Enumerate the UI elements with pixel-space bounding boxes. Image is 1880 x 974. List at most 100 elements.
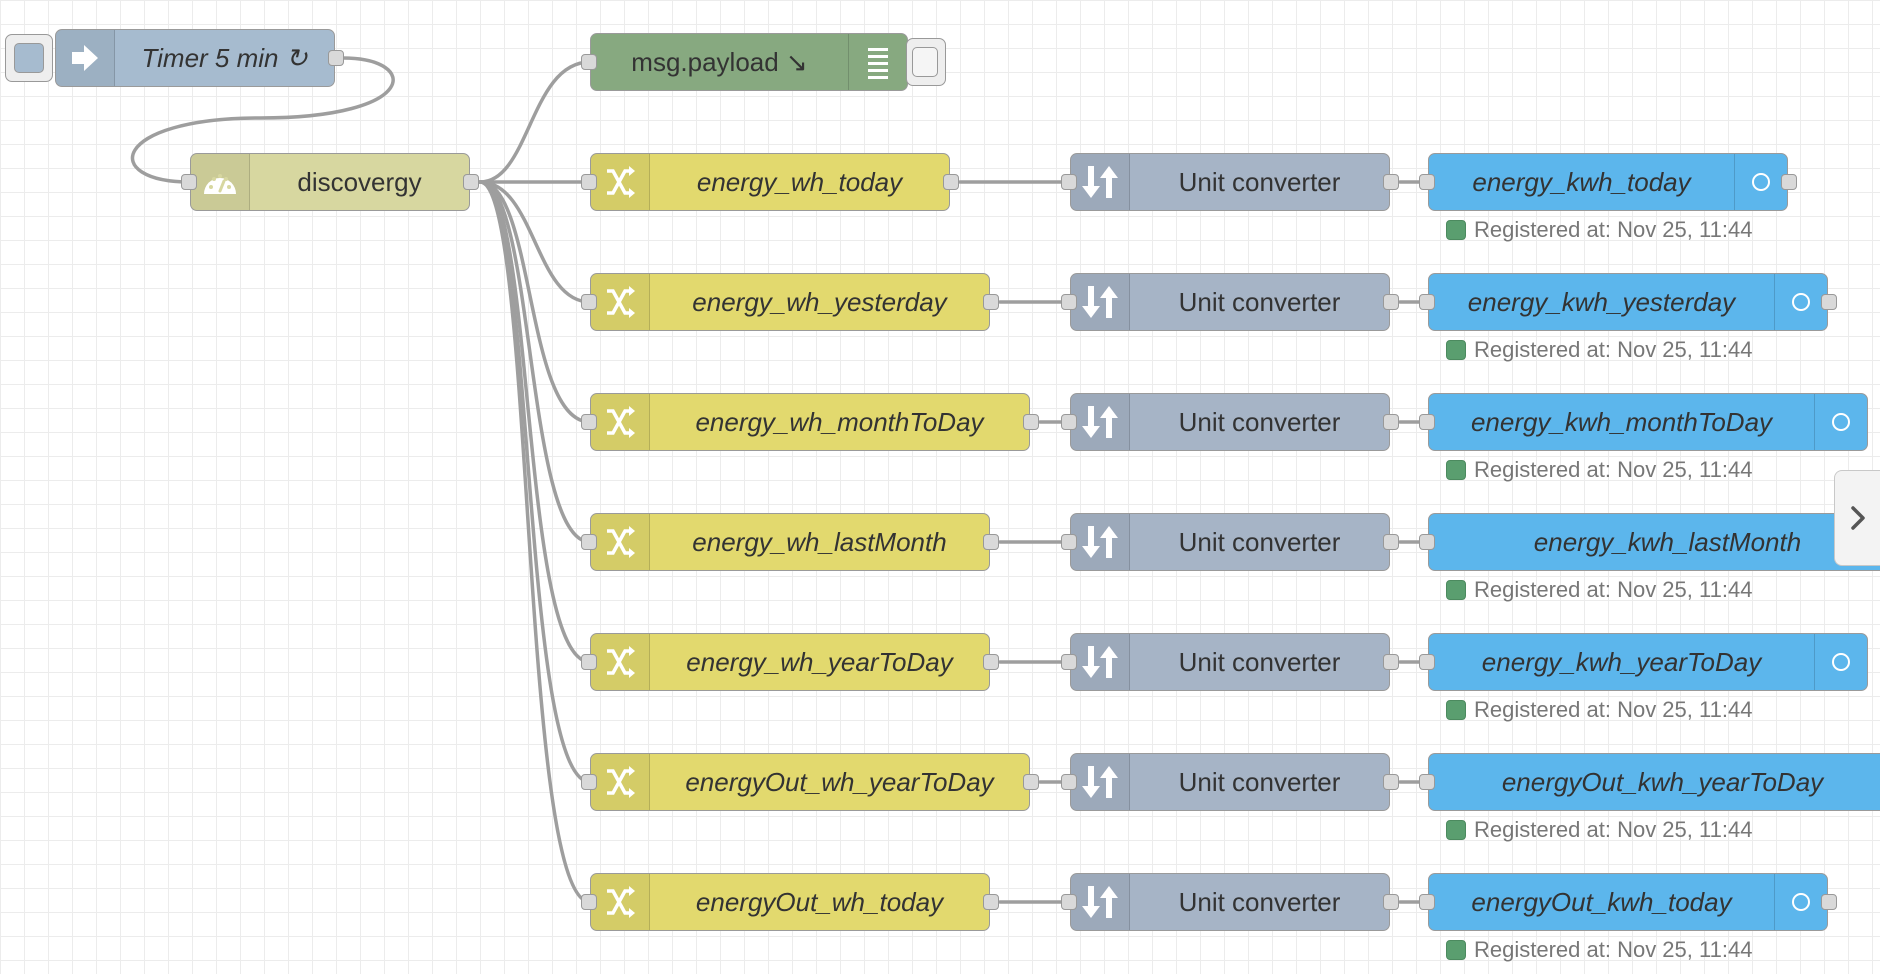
status-dot-icon [1446,820,1466,840]
arrow-right-icon [56,30,115,86]
output-port[interactable] [983,654,999,670]
status-dot-icon [1446,700,1466,720]
input-port[interactable] [181,174,197,190]
change-node[interactable]: energyOut_wh_yearToDay [581,753,1039,811]
shuffle-icon [591,274,650,330]
chevron-right-icon [1850,506,1865,530]
output-port[interactable] [1383,894,1399,910]
input-port[interactable] [1419,654,1435,670]
change-node[interactable]: energy_wh_lastMonth [581,513,999,571]
output-port[interactable] [1383,774,1399,790]
debug-node-label: msg.payload ↘ [631,46,808,77]
swap-arrows-icon [1071,274,1130,330]
input-port[interactable] [581,534,597,550]
mqtt-out-node[interactable]: energyOut_kwh_yearToDay [1419,753,1880,811]
input-port[interactable] [581,54,597,70]
unit-converter-node[interactable]: Unit converter [1061,273,1399,331]
status-text: Registered at: Nov 25, 11:44 [1474,937,1753,962]
input-port[interactable] [1061,414,1077,430]
node-status: Registered at: Nov 25, 11:44 [1446,937,1752,963]
inject-trigger-button[interactable] [5,34,53,82]
debug-toggle-button[interactable] [906,38,946,86]
unit-converter-node[interactable]: Unit converter [1061,153,1399,211]
output-port[interactable] [1383,654,1399,670]
input-port[interactable] [581,294,597,310]
debug-node-msg-payload[interactable]: msg.payload ↘ [581,33,908,91]
output-port[interactable] [1383,534,1399,550]
mqtt-out-node[interactable]: energy_kwh_today [1419,153,1797,211]
inject-node-timer[interactable]: Timer 5 min ↻ [55,29,344,87]
output-port[interactable] [1023,414,1039,430]
swap-arrows-icon [1071,154,1130,210]
change-node-label: energyOut_wh_today [695,886,944,917]
unit-converter-label: Unit converter [1178,766,1341,797]
unit-converter-node[interactable]: Unit converter [1061,513,1399,571]
discovergy-node[interactable]: discovergy [181,153,479,211]
unit-converter-node[interactable]: Unit converter [1061,393,1399,451]
sidebar-toggle-button[interactable] [1834,470,1880,566]
change-node[interactable]: energy_wh_today [581,153,959,211]
input-port[interactable] [1419,174,1435,190]
output-port[interactable] [1383,414,1399,430]
shuffle-icon [591,634,650,690]
output-port[interactable] [1781,174,1797,190]
status-dot-icon [1446,460,1466,480]
debug-toggle-face [912,47,938,77]
input-port[interactable] [1419,294,1435,310]
output-port[interactable] [328,50,344,66]
input-port[interactable] [581,654,597,670]
input-port[interactable] [1061,294,1077,310]
change-node[interactable]: energy_wh_monthToDay [581,393,1039,451]
input-port[interactable] [581,414,597,430]
input-port[interactable] [1419,774,1435,790]
output-port[interactable] [983,294,999,310]
mqtt-out-node[interactable]: energyOut_kwh_today [1419,873,1837,931]
node-status: Registered at: Nov 25, 11:44 [1446,577,1752,603]
input-port[interactable] [1419,894,1435,910]
mqtt-out-node[interactable]: energy_kwh_yearToDay [1419,633,1868,691]
mqtt-out-node[interactable]: energy_kwh_monthToDay [1419,393,1868,451]
output-port[interactable] [1023,774,1039,790]
unit-converter-node[interactable]: Unit converter [1061,753,1399,811]
output-port[interactable] [1383,174,1399,190]
bridge-icon [1774,274,1827,330]
status-text: Registered at: Nov 25, 11:44 [1474,217,1753,242]
node-status: Registered at: Nov 25, 11:44 [1446,457,1752,483]
input-port[interactable] [581,774,597,790]
change-node[interactable]: energy_wh_yearToDay [581,633,999,691]
input-port[interactable] [1061,894,1077,910]
input-port[interactable] [1061,174,1077,190]
unit-converter-label: Unit converter [1178,526,1341,557]
input-port[interactable] [1061,654,1077,670]
node-status: Registered at: Nov 25, 11:44 [1446,337,1752,363]
gauge-icon [191,154,250,210]
input-port[interactable] [1419,414,1435,430]
output-port[interactable] [943,174,959,190]
list-icon [848,34,907,90]
mqtt-node-label: energy_kwh_yearToDay [1481,646,1762,677]
status-text: Registered at: Nov 25, 11:44 [1474,337,1753,362]
output-port[interactable] [463,174,479,190]
change-node[interactable]: energy_wh_yesterday [581,273,999,331]
unit-converter-label: Unit converter [1178,286,1341,317]
change-node[interactable]: energyOut_wh_today [581,873,999,931]
swap-arrows-icon [1071,394,1130,450]
input-port[interactable] [1419,534,1435,550]
bridge-icon [1774,874,1827,930]
input-port[interactable] [1061,774,1077,790]
output-port[interactable] [1821,294,1837,310]
mqtt-out-node[interactable]: energy_kwh_lastMonth [1419,513,1880,571]
input-port[interactable] [581,894,597,910]
output-port[interactable] [983,894,999,910]
unit-converter-node[interactable]: Unit converter [1061,633,1399,691]
input-port[interactable] [1061,534,1077,550]
unit-converter-node[interactable]: Unit converter [1061,873,1399,931]
output-port[interactable] [1383,294,1399,310]
output-port[interactable] [983,534,999,550]
mqtt-out-node[interactable]: energy_kwh_yesterday [1419,273,1837,331]
mqtt-node-label: energy_kwh_yesterday [1467,286,1736,317]
input-port[interactable] [581,174,597,190]
mqtt-node-label: energy_kwh_today [1472,166,1691,197]
mqtt-node-label: energyOut_kwh_today [1471,886,1732,917]
output-port[interactable] [1821,894,1837,910]
